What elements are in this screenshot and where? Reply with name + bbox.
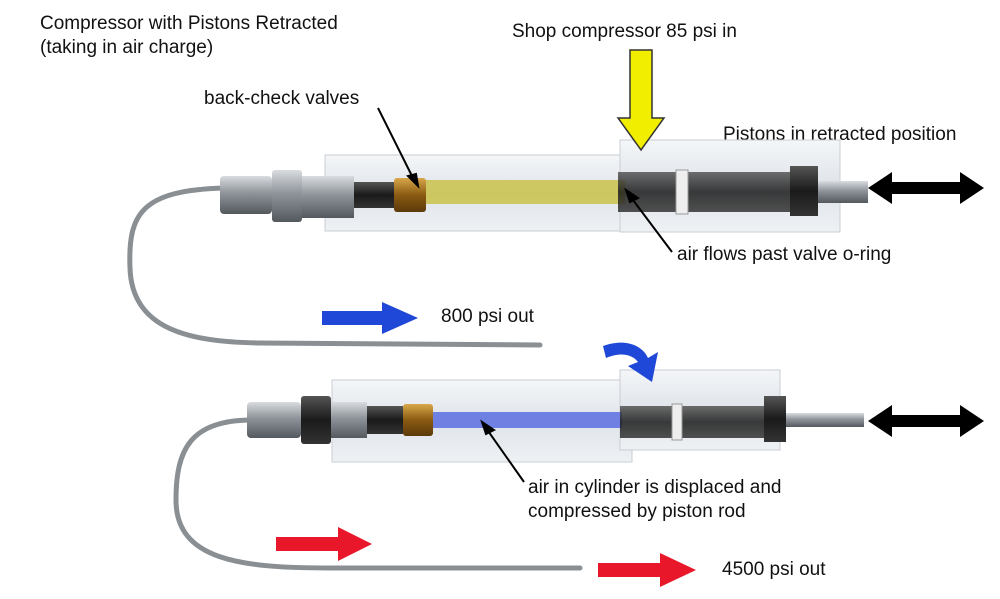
bottom-tube	[173, 417, 583, 571]
air-flow-pointer	[629, 195, 673, 253]
top-fitting-hex	[272, 170, 302, 222]
arrow-right-icon	[276, 527, 372, 561]
displaced-pointer-head	[480, 419, 496, 436]
top-end-cap	[790, 166, 818, 216]
back-check-pointer-head	[406, 172, 420, 189]
back-check-pointer	[377, 107, 415, 181]
diagram-title-line1: Compressor with Pistons Retracted	[40, 13, 338, 34]
bottom-check-valve	[403, 404, 433, 436]
bottom-seal	[671, 403, 683, 441]
top-piston	[618, 172, 798, 212]
leader-lines	[377, 107, 673, 483]
bottom-spring	[367, 406, 403, 434]
displaced-label-line2: compressed by piston rod	[528, 501, 746, 522]
top-piston-rod	[818, 181, 868, 203]
diagram-title-line2: (taking in air charge)	[40, 37, 214, 58]
arrow-right-icon	[598, 553, 696, 587]
bottom-piston	[620, 406, 770, 438]
bottom-fitting-thread	[331, 402, 367, 438]
top-fitting-nut	[220, 176, 272, 214]
top-check-valve	[394, 178, 426, 212]
top-tube	[127, 185, 543, 348]
top-compressor	[127, 139, 868, 348]
top-seal	[675, 169, 689, 215]
top-spring	[354, 182, 394, 208]
curved-arrow-icon	[603, 342, 658, 382]
bottom-end-cap	[764, 396, 786, 442]
air-flow-pointer-head	[624, 187, 640, 204]
top-chamber	[425, 180, 625, 204]
double-arrow-icon	[868, 405, 984, 437]
arrow-down-icon	[616, 49, 666, 152]
top-fitting-thread	[302, 176, 354, 218]
air-flow-label: air flows past valve o-ring	[677, 244, 892, 265]
bottom-fitting-nut	[247, 402, 301, 438]
bottom-chamber	[432, 412, 622, 428]
bottom-fitting-hex	[301, 396, 331, 444]
arrow-right-icon	[322, 302, 418, 334]
back-check-valves-label: back-check valves	[204, 88, 360, 109]
double-arrow-icon	[868, 172, 984, 204]
displaced-label-line1: air in cylinder is displaced and	[528, 477, 782, 498]
out-800-label: 800 psi out	[441, 306, 534, 327]
bottom-piston-rod	[786, 413, 864, 427]
displaced-pointer	[485, 427, 525, 483]
shop-input-label: Shop compressor 85 psi in	[512, 21, 737, 42]
out-4500-label: 4500 psi out	[722, 559, 826, 580]
